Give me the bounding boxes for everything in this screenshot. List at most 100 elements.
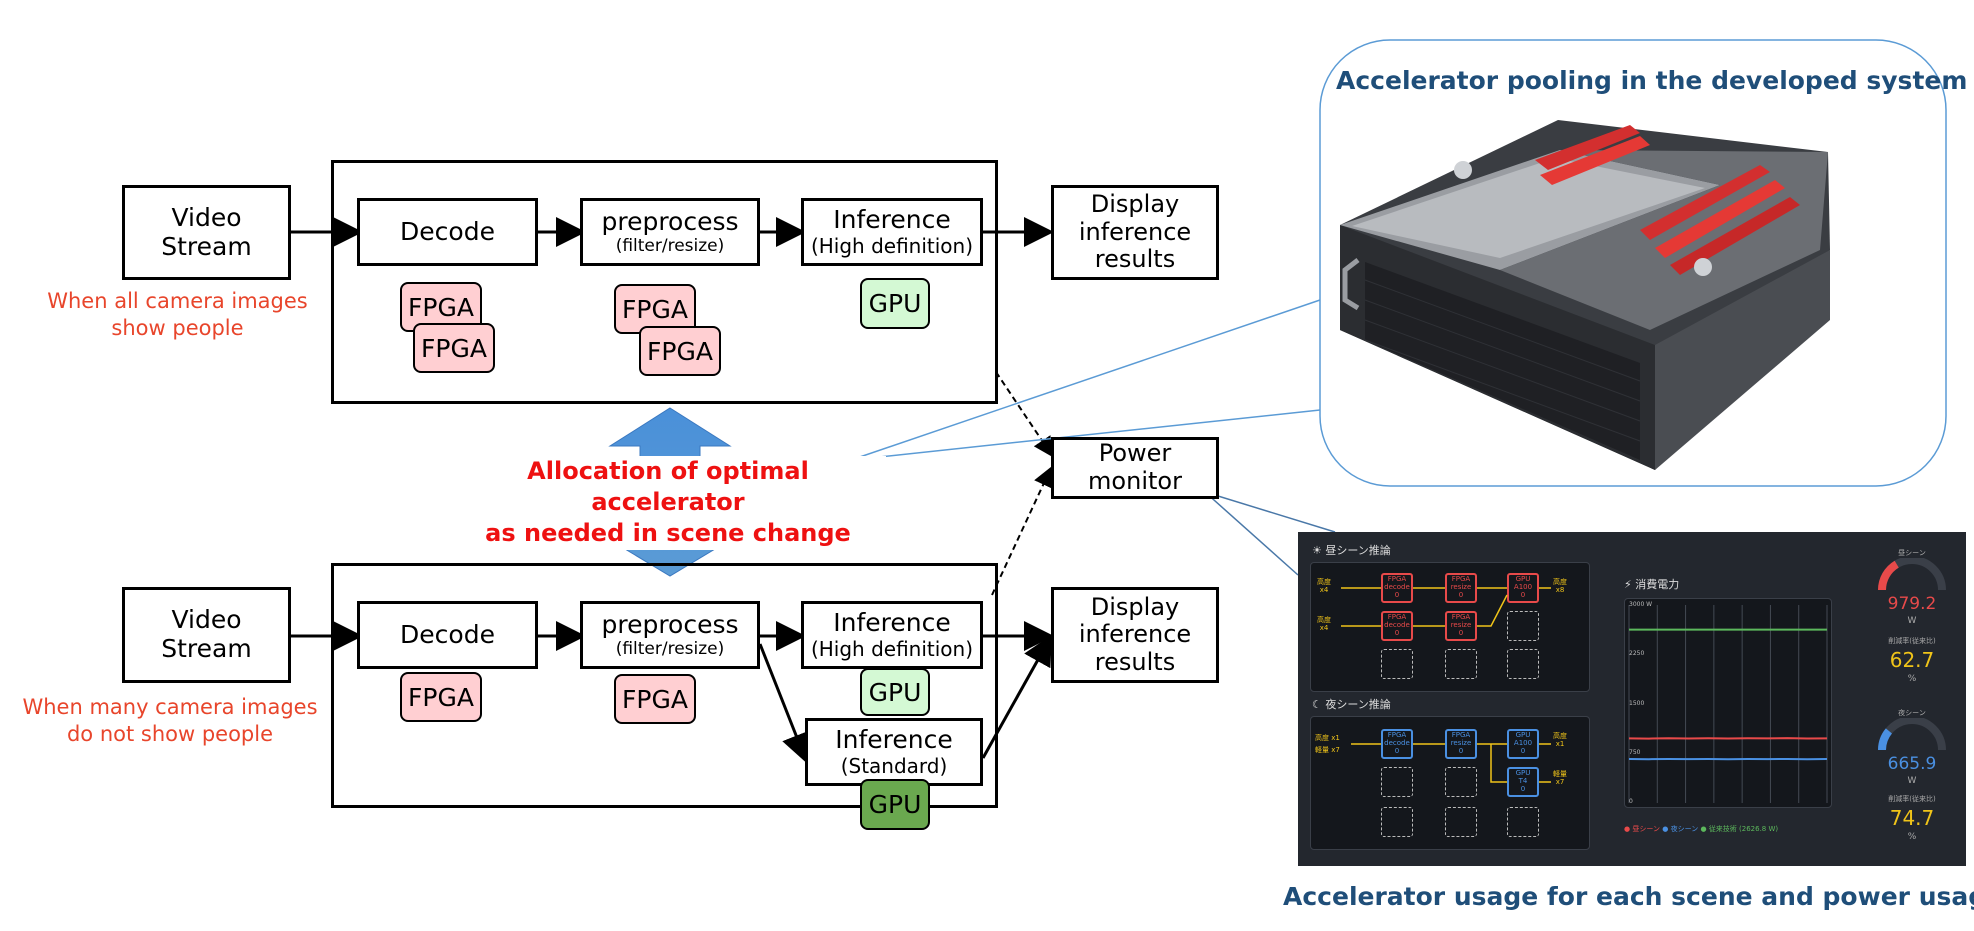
power-chart-title: ⚡ 消費電力 [1624, 578, 1680, 591]
gauge-value-night: 665.9 [1887, 754, 1937, 774]
rate-label-day: 削減率(従来比) [1888, 637, 1936, 645]
legend-night: 夜シーン [1670, 825, 1699, 833]
day-input-label: 高度 x4 [1317, 578, 1331, 594]
rate-label-night: 削減率(従来比) [1888, 795, 1936, 803]
inference-box-top: Inference (High definition) [801, 198, 983, 266]
gauge-unit-night: W [1907, 776, 1917, 786]
gpu-chip: GPU [860, 278, 930, 329]
bottom-pipeline-frame [331, 563, 998, 808]
caption-accelerator-pooling: Accelerator pooling in the developed sys… [1336, 66, 1968, 95]
night-scene-title-text: 夜シーン推論 [1325, 698, 1391, 711]
empty-slot [1445, 649, 1477, 679]
power-chart-plot [1628, 605, 1828, 803]
rate-value-day: 62.7 [1889, 648, 1935, 672]
day-module: FPGA resize 0 [1445, 573, 1477, 603]
fpga-chip: FPGA [614, 284, 696, 334]
display-results-box-bottom: Display inference results [1051, 587, 1219, 683]
caption-accelerator-usage: Accelerator usage for each scene and pow… [1283, 882, 1974, 911]
y-tick-label: 1500 [1629, 700, 1645, 707]
top-pipeline-frame [331, 160, 998, 404]
inference-hd-box-bottom: Inference (High definition) [801, 601, 983, 669]
preprocess-box-top: preprocess (filter/resize) [580, 198, 760, 266]
night-flow-lines [1351, 743, 1551, 783]
y-tick-label: 750 [1629, 749, 1641, 756]
rate-value-night: 74.7 [1889, 806, 1935, 830]
empty-slot [1445, 807, 1477, 837]
night-input-label: 高度 x1 [1315, 734, 1340, 742]
display-results-box-top: Display inference results [1051, 185, 1219, 280]
gauge-unit-day: W [1907, 616, 1917, 626]
fpga-chip: FPGA [639, 326, 721, 376]
inference-sub-label: (High definition) [810, 233, 974, 258]
power-monitor-box: Power monitor [1051, 437, 1219, 499]
gauge-day [1878, 558, 1946, 591]
decode-label: Decode [400, 216, 495, 246]
day-flow-lines [1341, 587, 1551, 627]
night-scene-title: ☾ 夜シーン推論 [1312, 698, 1391, 711]
gauge-night [1878, 718, 1946, 751]
chart-legend: ● 昼シーン ● 夜シーン ● 従来技術 (2626.8 W) [1624, 825, 1779, 833]
night-module: FPGA decode 0 [1381, 729, 1413, 759]
empty-slot [1507, 611, 1539, 641]
empty-slot [1507, 649, 1539, 679]
inference-sub-label: (High definition) [810, 636, 974, 661]
night-output-label: 高度 x1 [1553, 732, 1567, 748]
rate-unit-day: % [1907, 674, 1917, 684]
fpga-chip: FPGA [614, 674, 696, 724]
day-module: GPU A100 0 [1507, 573, 1539, 603]
gauge-label-day: 昼シーン [1898, 549, 1926, 557]
night-input-label: 軽量 x7 [1315, 746, 1340, 754]
bottom-scenario-note: When many camera images do not show peop… [22, 695, 318, 747]
night-scene-panel: 高度 x1 軽量 x7 FPGA decode 0 FPGA resize 0 … [1310, 716, 1590, 850]
inference-label: Inference [833, 205, 951, 235]
day-scene-title-text: 昼シーン推論 [1325, 544, 1391, 557]
night-module: GPU T4 0 [1507, 767, 1539, 797]
power-dashboard: ☀ 昼シーン推論 高度 x4 高度 x4 FPGA decode 0 FPGA … [1298, 532, 1966, 866]
day-output-label: 高度 x8 [1553, 578, 1567, 594]
inference-label: Inference [835, 725, 953, 755]
allocation-text: Allocation of optimal accelerator as nee… [450, 456, 886, 550]
inference-label: Inference [833, 608, 951, 638]
power-chart-title-text: 消費電力 [1635, 578, 1680, 591]
empty-slot [1381, 807, 1413, 837]
day-scene-title: ☀ 昼シーン推論 [1312, 544, 1391, 557]
day-module: FPGA resize 0 [1445, 611, 1477, 641]
legend-day: 昼シーン [1632, 825, 1660, 833]
inference-std-box-bottom: Inference (Standard) [805, 718, 983, 786]
empty-slot [1381, 649, 1413, 679]
decode-label: Decode [400, 619, 495, 649]
preprocess-box-bottom: preprocess (filter/resize) [580, 601, 760, 669]
preprocess-label: preprocess [601, 206, 739, 236]
night-module: GPU A100 0 [1507, 729, 1539, 759]
night-module: FPGA resize 0 [1445, 729, 1477, 759]
decode-box-bottom: Decode [357, 601, 538, 669]
inference-sub-label: (Standard) [840, 753, 948, 778]
day-scene-panel: 高度 x4 高度 x4 FPGA decode 0 FPGA resize 0 … [1310, 562, 1590, 692]
video-stream-box-top: Video Stream [122, 185, 291, 280]
day-module: FPGA decode 0 [1381, 573, 1413, 603]
preprocess-label: preprocess [601, 609, 739, 639]
gauge-label-night: 夜シーン [1898, 709, 1926, 717]
decode-box-top: Decode [357, 198, 538, 266]
rate-unit-night: % [1907, 832, 1917, 842]
y-tick-label: 3000 W [1629, 601, 1653, 608]
preprocess-sub-label: (filter/resize) [615, 638, 725, 659]
power-chart-panel: 3000 W 2250 1500 750 0 [1624, 598, 1832, 808]
y-tick-label: 2250 [1629, 650, 1645, 657]
day-module: FPGA decode 0 [1381, 611, 1413, 641]
fpga-chip: FPGA [413, 323, 495, 373]
gpu-chip: GPU [860, 779, 930, 830]
top-scenario-note: When all camera images show people [47, 289, 308, 341]
empty-slot [1445, 767, 1477, 797]
gauge-value-day: 979.2 [1887, 594, 1937, 614]
video-stream-box-bottom: Video Stream [122, 587, 291, 683]
fpga-chip: FPGA [400, 672, 482, 722]
gpu-chip: GPU [860, 668, 930, 716]
day-input-label: 高度 x4 [1317, 616, 1331, 632]
night-output-label: 軽量 x7 [1553, 770, 1567, 786]
y-tick-label: 0 [1629, 798, 1633, 805]
series-line-0 [1628, 737, 1828, 740]
empty-slot [1507, 807, 1539, 837]
legend-legacy: 従来技術 (2626.8 W) [1708, 825, 1779, 833]
preprocess-sub-label: (filter/resize) [615, 235, 725, 256]
